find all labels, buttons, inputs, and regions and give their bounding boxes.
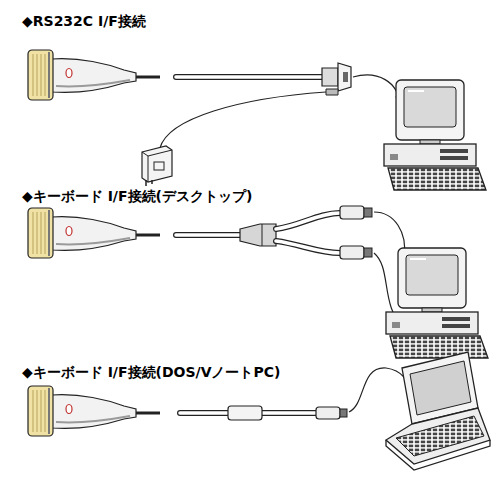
keyboard-cable [180, 406, 347, 420]
desktop-computer [386, 248, 488, 358]
section-heading: ◆キーボード I/F接続(DOS/VノートPC) [22, 363, 482, 381]
leader-arrow [353, 75, 400, 104]
ac-adapter [142, 146, 172, 186]
notebook-pc [386, 352, 490, 470]
power-cable [160, 89, 338, 148]
serial-cable [176, 77, 322, 78]
barcode-scanner [28, 208, 160, 258]
db9-connector [322, 63, 351, 91]
barcode-scanner [28, 386, 160, 436]
section-heading: ◆RS232C I/F接続 [22, 12, 482, 30]
keyboard-cable [176, 213, 340, 253]
barcode-scanner [28, 50, 160, 100]
desktop-computer [384, 80, 486, 190]
din-connector [340, 206, 372, 259]
section-heading: ◆キーボード I/F接続(デスクトップ) [22, 187, 482, 205]
